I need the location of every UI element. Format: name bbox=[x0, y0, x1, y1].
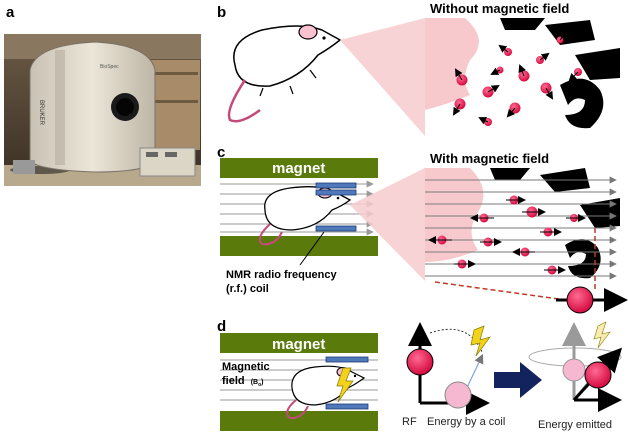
spin-b-6 bbox=[540, 82, 554, 100]
spin-tipped bbox=[420, 353, 490, 415]
spin-b-11 bbox=[490, 66, 504, 75]
mouse-illustration-d bbox=[286, 365, 366, 420]
panel-label-d: d bbox=[217, 318, 226, 335]
spin-c-6 bbox=[480, 237, 502, 247]
heading-without-field: Without magnetic field bbox=[430, 1, 569, 16]
lightning-icon-rf bbox=[470, 325, 491, 357]
field-symbol: (B bbox=[251, 379, 258, 386]
process-arrow bbox=[494, 362, 542, 398]
caption-energy-emitted: Energy emitted bbox=[538, 419, 612, 431]
panel-label-a: a bbox=[6, 4, 15, 21]
field-label-line2: field (Bo) bbox=[222, 375, 263, 388]
spin-c-2 bbox=[522, 206, 546, 218]
spin-c-7 bbox=[540, 227, 562, 237]
magnet-top-bar-d bbox=[220, 333, 378, 353]
spin-b-7 bbox=[498, 44, 512, 56]
mouse-illustration-b bbox=[227, 24, 342, 123]
spin-before-rf bbox=[406, 322, 434, 403]
magnet-bottom-bar-d bbox=[220, 411, 378, 431]
zoom-wedge-b bbox=[340, 18, 425, 136]
large-spin-c bbox=[556, 286, 628, 314]
emitted-energy-icon bbox=[593, 321, 611, 349]
coil-label-line2: (r.f.) coil bbox=[226, 283, 269, 295]
spin-c-9 bbox=[454, 259, 476, 269]
spin-b-3 bbox=[452, 98, 466, 116]
spin-relaxing bbox=[528, 321, 623, 412]
panel-label-c: c bbox=[217, 144, 225, 161]
spin-b-10 bbox=[478, 117, 492, 126]
spin-c-10 bbox=[544, 265, 566, 275]
spin-c-4 bbox=[566, 214, 586, 222]
magnet-top-bar-c bbox=[220, 158, 378, 178]
caption-rf: RF bbox=[402, 416, 417, 428]
spin-c-8 bbox=[512, 247, 535, 257]
spin-b-8 bbox=[536, 52, 550, 64]
lightning-icon-d bbox=[336, 367, 354, 403]
zoom-wedge-c bbox=[350, 168, 425, 281]
magnet-bottom-bar-c bbox=[220, 236, 378, 256]
field-label-word: field bbox=[222, 375, 245, 387]
aligned-spins-c bbox=[428, 195, 586, 275]
panel-label-b: b bbox=[217, 4, 226, 21]
spin-b-4 bbox=[506, 102, 521, 118]
magnet-label-c: magnet bbox=[272, 160, 325, 177]
coil-pointer bbox=[299, 231, 325, 266]
field-close: ) bbox=[261, 379, 263, 386]
spin-b-9 bbox=[568, 68, 582, 82]
rf-coil-c bbox=[315, 182, 357, 232]
scanner-photo: BRUKER BioSpec bbox=[4, 34, 201, 186]
spin-c-1 bbox=[506, 195, 526, 205]
scanner-model: BioSpec bbox=[100, 64, 119, 70]
spin-b-1 bbox=[454, 68, 468, 86]
random-spins-b bbox=[452, 31, 582, 126]
field-subscript: o bbox=[258, 382, 261, 388]
spin-c-3 bbox=[470, 213, 494, 223]
coil-label-line1: NMR radio frequency bbox=[226, 269, 338, 281]
field-label-line1: Magnetic bbox=[222, 361, 270, 373]
scanner-brand: BRUKER bbox=[38, 100, 44, 126]
zoom-dash-left bbox=[434, 281, 567, 301]
rf-coil-d bbox=[325, 356, 369, 410]
spin-b-5 bbox=[518, 64, 530, 82]
caption-energy-coil: Energy by a coil bbox=[427, 416, 505, 428]
spin-b-2 bbox=[482, 84, 500, 98]
magnet-label-d: magnet bbox=[272, 336, 325, 353]
spin-c-5 bbox=[428, 235, 452, 245]
spin-b-12 bbox=[556, 31, 568, 44]
heading-with-field: With magnetic field bbox=[430, 151, 549, 166]
